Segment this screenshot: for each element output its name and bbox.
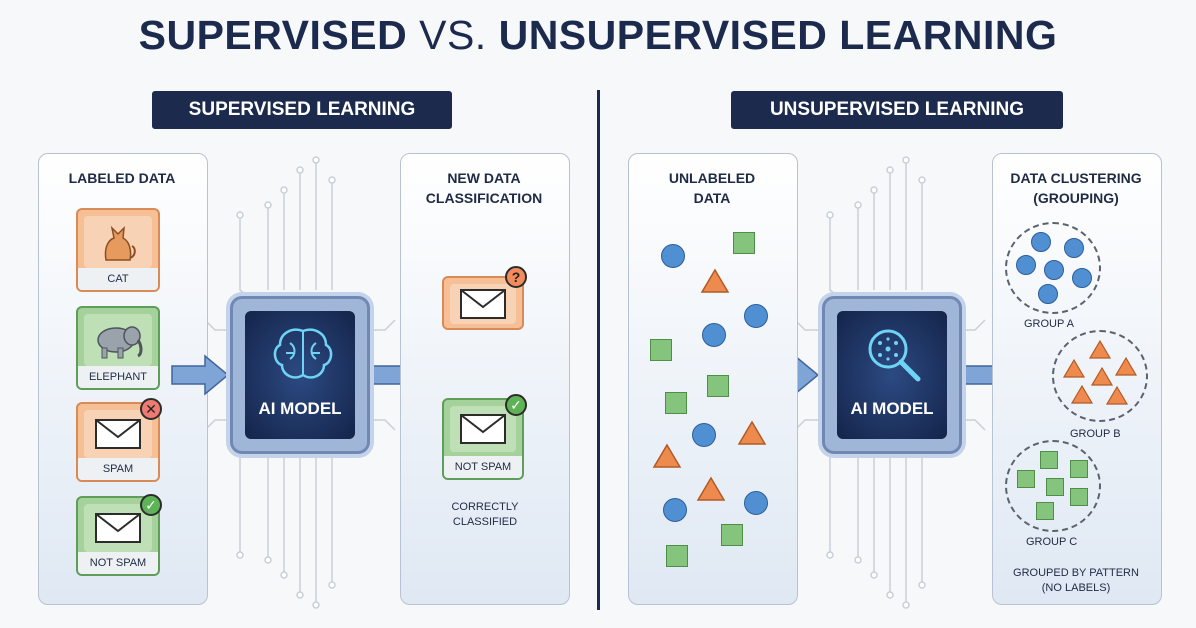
square-shape xyxy=(666,545,688,567)
square-shape xyxy=(1017,470,1035,488)
title-vs: VS. xyxy=(419,12,487,58)
clustering-title: DATA CLUSTERING (GROUPING) xyxy=(1010,170,1142,206)
cluster-group-c xyxy=(1005,440,1101,532)
triangle-shape xyxy=(696,476,726,501)
triangle-shape xyxy=(737,420,767,445)
cat-card: CAT xyxy=(76,208,160,292)
square-shape xyxy=(650,339,672,361)
labeled-data-title: LABELED DATA xyxy=(68,170,176,186)
clustering-note: GROUPED BY PATTERN (NO LABELS) xyxy=(1013,567,1139,594)
ai-model-label: AI MODEL xyxy=(258,399,342,418)
elephant-icon xyxy=(97,326,143,359)
cat-label: CAT xyxy=(78,268,158,290)
envelope-icon xyxy=(95,419,141,449)
square-shape xyxy=(1046,478,1064,496)
triangle-shape xyxy=(1090,366,1114,386)
group-c-label: GROUP C xyxy=(1026,536,1078,548)
circle-shape xyxy=(1064,238,1084,258)
supervised-header: SUPERVISED LEARNING xyxy=(152,91,452,129)
not-spam-card: NOT SPAM xyxy=(76,496,160,576)
triangle-shape xyxy=(700,268,730,293)
classification-panel xyxy=(400,153,570,605)
circle-shape xyxy=(1016,255,1036,275)
square-shape xyxy=(733,232,755,254)
envelope-icon xyxy=(95,513,141,543)
square-shape xyxy=(721,524,743,546)
cluster-group-b xyxy=(1052,330,1148,422)
cluster-group-a xyxy=(1005,222,1101,314)
section-divider xyxy=(597,90,600,610)
spam-label: SPAM xyxy=(78,458,158,480)
check-badge-icon: ✓ xyxy=(140,494,162,516)
square-shape xyxy=(1070,460,1088,478)
unsupervised-header: UNSUPERVISED LEARNING xyxy=(731,91,1063,129)
group-b-label: GROUP B xyxy=(1070,428,1121,440)
triangle-shape xyxy=(652,443,682,468)
check-badge-icon: ✓ xyxy=(505,394,527,416)
square-shape xyxy=(1070,488,1088,506)
elephant-label: ELEPHANT xyxy=(78,366,158,388)
ai-model-label: AI MODEL xyxy=(850,399,934,418)
square-shape xyxy=(1036,502,1054,520)
group-a-label: GROUP A xyxy=(1024,318,1074,330)
circle-shape xyxy=(702,323,726,347)
triangle-shape xyxy=(1088,339,1112,359)
unlabeled-data-title: UNLABELED DATA xyxy=(668,170,756,206)
circle-shape xyxy=(661,244,685,268)
brain-icon xyxy=(273,328,333,379)
square-shape xyxy=(1040,451,1058,469)
circle-shape xyxy=(744,304,768,328)
question-badge-icon: ? xyxy=(505,266,527,288)
ai-model-unsupervised: AI MODEL xyxy=(822,296,962,454)
triangle-shape xyxy=(1062,358,1086,378)
classification-title: NEW DATA CLASSIFICATION xyxy=(425,170,543,206)
title-right: UNSUPERVISED LEARNING xyxy=(498,12,1058,58)
not-spam-label: NOT SPAM xyxy=(78,552,158,574)
spam-card: SPAM xyxy=(76,402,160,482)
square-shape xyxy=(665,392,687,414)
x-badge-icon: ✕ xyxy=(140,398,162,420)
cat-icon xyxy=(104,225,136,261)
envelope-icon xyxy=(460,289,506,319)
result-note: CORRECTLY CLASSIFIED xyxy=(451,501,519,528)
ai-model-supervised: AI MODEL xyxy=(230,296,370,454)
circle-shape xyxy=(1038,284,1058,304)
square-shape xyxy=(707,375,729,397)
arrow-to-model xyxy=(171,354,230,396)
title-left: SUPERVISED xyxy=(138,12,408,58)
triangle-shape xyxy=(1070,384,1094,404)
magnifier-cluster-icon xyxy=(868,329,921,382)
envelope-icon xyxy=(460,414,506,444)
circle-shape xyxy=(1031,232,1051,252)
page-title: SUPERVISED VS. UNSUPERVISED LEARNING xyxy=(0,12,1196,59)
triangle-shape xyxy=(1105,385,1129,405)
circle-shape xyxy=(663,498,687,522)
circle-shape xyxy=(1044,260,1064,280)
circle-shape xyxy=(692,423,716,447)
result-label: NOT SPAM xyxy=(444,456,522,478)
elephant-card: ELEPHANT xyxy=(76,306,160,390)
triangle-shape xyxy=(1114,356,1138,376)
circle-shape xyxy=(1072,268,1092,288)
circle-shape xyxy=(744,491,768,515)
